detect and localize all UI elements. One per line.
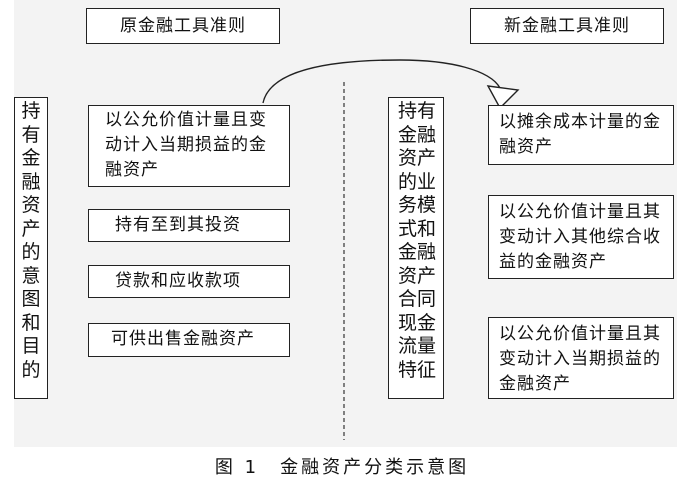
old-category-fvtpl: 以公允价值计量且变动计入当期损益的金融资产 xyxy=(88,105,290,187)
new-standard-header: 新金融工具准则 xyxy=(470,8,664,44)
old-standard-header: 原金融工具准则 xyxy=(86,8,280,44)
figure-caption: 图 1 金融资产分类示意图 xyxy=(214,457,470,478)
arrowhead-icon xyxy=(486,85,520,110)
new-category-fvtpl: 以公允价值计量且其变动计入当期损益的金融资产 xyxy=(488,317,674,399)
reclassification-arrow xyxy=(262,59,501,104)
old-criteria-label: 持有金融资产的意图和目的 xyxy=(14,97,48,399)
old-category-available-for-sale: 可供出售金融资产 xyxy=(88,323,290,357)
old-category-loans-receivables: 贷款和应收款项 xyxy=(88,265,290,298)
new-category-amortised-cost: 以摊余成本计量的金融资产 xyxy=(488,105,674,165)
old-category-held-to-maturity: 持有至到其投资 xyxy=(88,209,290,242)
new-criteria-label: 持有金融资产的业务模式和金融资产合同现金流量特征 xyxy=(388,97,444,399)
new-category-fvoci: 以公允价值计量且其变动计入其他综合收益的金融资产 xyxy=(488,195,674,279)
